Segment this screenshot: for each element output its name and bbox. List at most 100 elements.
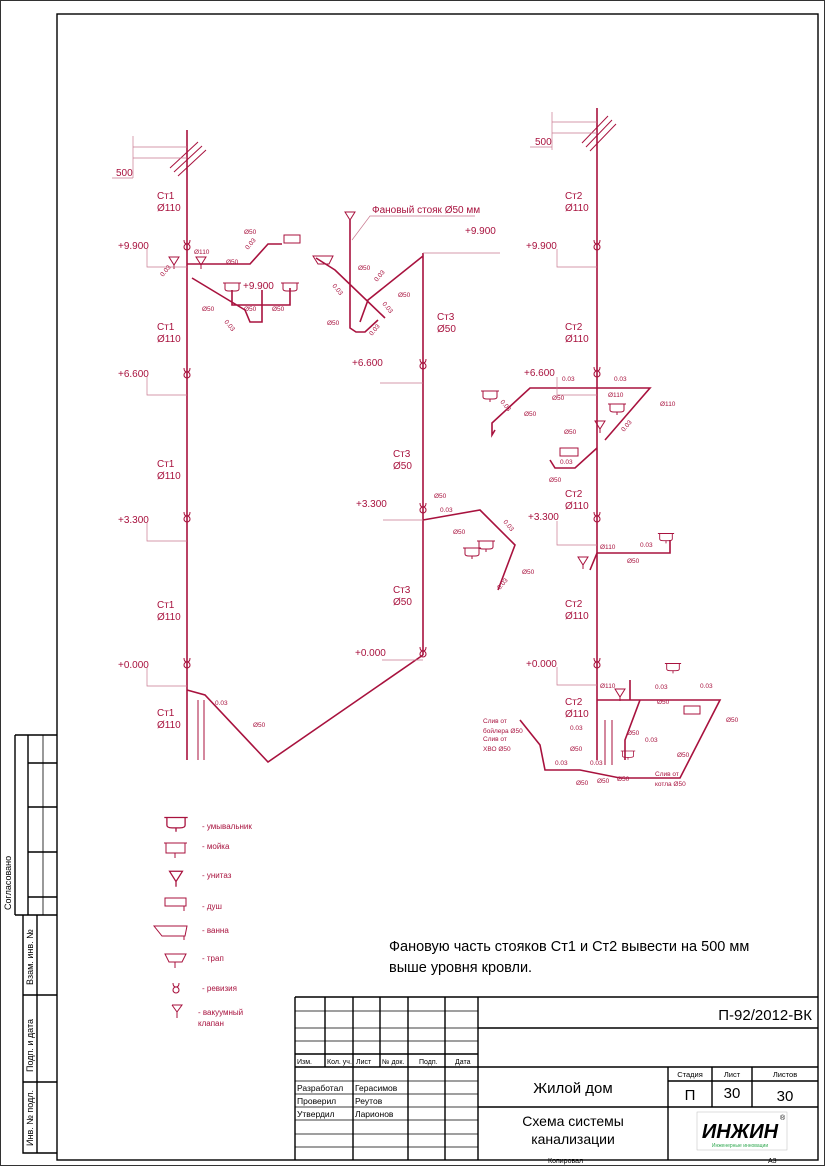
roof-hatch [581, 115, 617, 152]
annotation-label: Ø50 [726, 717, 739, 724]
annotation-label: Ø110 [194, 249, 210, 256]
annotation-label: 0.03 [501, 519, 515, 533]
sink-icon [607, 403, 627, 415]
annotation-label: Ст2 [565, 599, 583, 610]
annotation-label: 0.03 [590, 760, 603, 767]
annotation-label: Ст2 [565, 697, 583, 708]
annotation-label: 0.03 [498, 399, 512, 413]
annotation-label: Ст3 [437, 312, 455, 323]
object-name: Жилой дом [533, 1080, 612, 1097]
annotation-label: Ø50 [576, 780, 589, 787]
annotation-label: Ø50 [244, 229, 257, 236]
shower-icon [164, 897, 187, 911]
annotation-label: Ø110 [660, 401, 676, 408]
washbasin-icon [620, 750, 636, 760]
annotation-label: Ø50 [552, 395, 565, 402]
annotation-label: - ревизия [202, 984, 237, 993]
annotation-label: Ст1 [157, 459, 175, 470]
annotation-label: Ларионов [355, 1109, 394, 1119]
annotation-label: Ст2 [565, 322, 583, 333]
annotation-label: бойлера Ø50 [483, 727, 523, 735]
annotation-label: Ø50 [437, 324, 456, 335]
title-block [294, 996, 818, 1160]
annotation-label: Ст1 [157, 322, 175, 333]
annotation-label: Листов [773, 1070, 797, 1079]
annotation-label: Ø110 [565, 611, 589, 622]
vacuum-valve-icon [344, 211, 356, 221]
annotation-label: 0.03 [560, 459, 573, 466]
annotation-label: Ø110 [600, 683, 616, 690]
annotation-label: канализации [531, 1131, 615, 1147]
annotation-label: +9.900 [526, 241, 557, 252]
annotation-label: Ø110 [600, 544, 616, 551]
annotation-label: +0.000 [355, 648, 386, 659]
annotation-label: Инженерные инновации [712, 1143, 768, 1149]
annotation-label: Утвердил [297, 1109, 335, 1119]
annotation-label: - мойка [202, 842, 230, 851]
annotation-label: Ø110 [608, 392, 624, 399]
annotation-label: Ст2 [565, 489, 583, 500]
note-line-1: Фановую часть стояков Ст1 и Ст2 вывести … [389, 939, 749, 955]
logo-text: ИНЖИН [702, 1121, 779, 1143]
annotation-label: Ø110 [157, 334, 181, 345]
side-stamp [14, 734, 57, 1154]
annotation-label: +6.600 [524, 368, 555, 379]
wall-hatch [604, 720, 613, 765]
stamp-sign-date: Подп. и дата [25, 1019, 35, 1072]
annotation-label: 0.03 [380, 301, 394, 315]
floor-drain-icon [164, 953, 187, 968]
annotation-label: 0.03 [555, 760, 568, 767]
vacuum-valve-icon [171, 1004, 183, 1018]
washbasin-icon [664, 663, 682, 674]
annotation-label: Ø50 [570, 746, 583, 753]
toilet-icon [195, 256, 207, 270]
washbasin-icon [462, 547, 482, 559]
annotation-label: - ванна [202, 926, 229, 935]
annotation-label: 0.03 [440, 507, 453, 514]
annotation-label: Ø50 [524, 411, 537, 418]
annotation-label: Ø110 [157, 612, 181, 623]
riser-st2 [480, 108, 722, 779]
annotation-label: 0.03 [700, 683, 713, 690]
annotation-label: +0.000 [118, 660, 149, 671]
annotation-label: - трап [202, 954, 224, 963]
annotation-label: Ø50 [226, 259, 239, 266]
annotation-label: Разработал [297, 1083, 343, 1093]
toilet-icon [168, 870, 184, 888]
bathtub-icon [152, 925, 188, 940]
inspection-icon [172, 982, 180, 994]
annotation-label: Подп. [419, 1059, 438, 1066]
annotation-label: +6.600 [352, 358, 383, 369]
annotation-label: котла Ø50 [655, 781, 686, 788]
annotation-label: Ø50 [253, 722, 266, 729]
annotation-label: Дата [455, 1059, 471, 1066]
annotation-label: Ø50 [564, 429, 577, 436]
annotation-label: Лист [724, 1070, 741, 1079]
document-code: П-92/2012-ВК [718, 1007, 812, 1024]
sink-icon [164, 842, 187, 858]
annotation-label: +3.300 [528, 512, 559, 523]
annotation-label: Слив от [655, 771, 679, 778]
annotation-label: Ø50 [327, 320, 340, 327]
annotation-label: Ø50 [202, 306, 215, 313]
annotation-label: Ст1 [157, 600, 175, 611]
annotation-label: Ø110 [157, 203, 181, 214]
annotation-label: Ст3 [393, 585, 411, 596]
annotation-label: +3.300 [118, 515, 149, 526]
stamp-inv-replace: Взам. инв. № [25, 929, 35, 985]
annotation-label: № док. [382, 1059, 404, 1066]
annotation-label: 0.03 [244, 237, 258, 251]
annotation-label: 0.03 [215, 700, 228, 707]
toilet-icon [577, 556, 589, 570]
note-line-2: выше уровня кровли. [389, 960, 532, 976]
annotation-label: Ø50 [597, 778, 610, 785]
annotation-label: Ø50 [393, 597, 412, 608]
sheets-value: 30 [777, 1088, 794, 1105]
sheet-value: 30 [724, 1085, 741, 1102]
annotation-label: Кол. уч. [327, 1059, 352, 1066]
annotation-label: - умывальник [202, 822, 252, 831]
annotation-label: - унитаз [202, 871, 232, 880]
annotation-label: 0.03 [655, 684, 668, 691]
annotation-label: Ø50 [627, 730, 640, 737]
